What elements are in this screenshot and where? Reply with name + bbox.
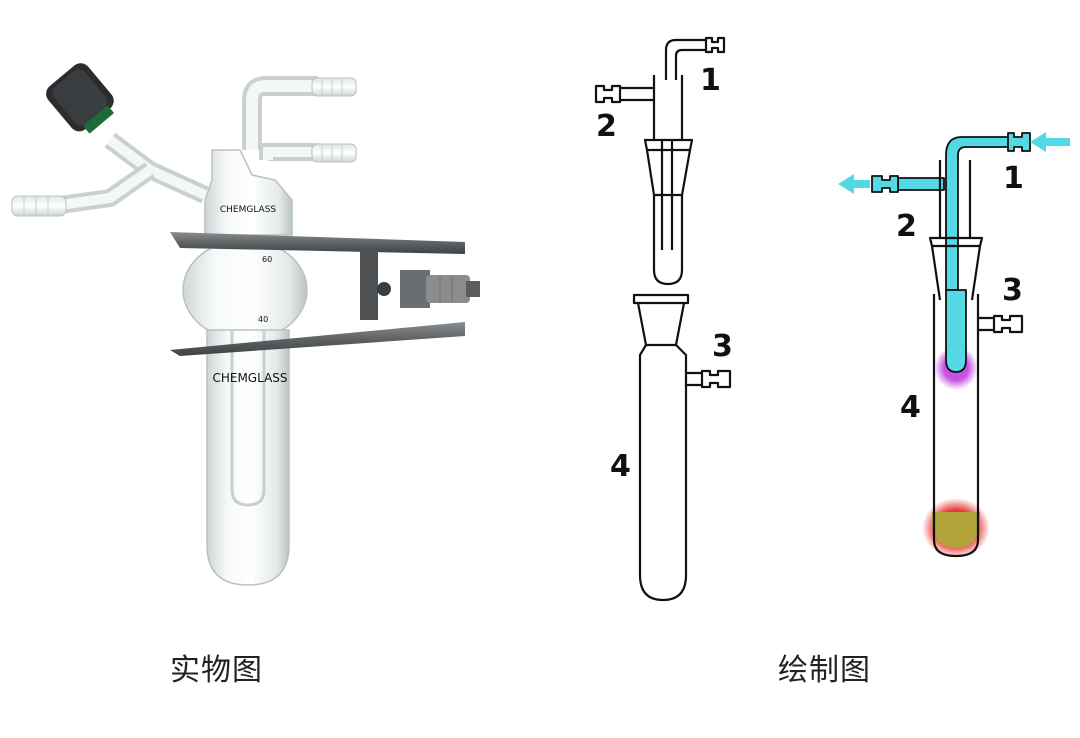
lower-hose-barb xyxy=(259,143,357,163)
outer-tube xyxy=(206,329,290,586)
black-screw-cap xyxy=(46,63,115,134)
exploded-labels: 1 2 3 4 xyxy=(596,63,733,484)
label-3-assembled: 3 xyxy=(1002,273,1023,308)
inlet-barb xyxy=(704,36,726,54)
joint-clamp xyxy=(170,232,480,356)
assembled-labels: 1 2 3 4 xyxy=(896,161,1024,425)
inner-tube xyxy=(230,330,266,507)
outlet-barb xyxy=(594,84,622,104)
joint-bulb xyxy=(182,239,308,341)
gas-flow-path xyxy=(871,132,1031,373)
receiver-outline xyxy=(932,294,980,558)
caption-photo: 实物图 xyxy=(170,653,263,688)
inlet-arrow xyxy=(1030,132,1070,152)
label-2: 2 xyxy=(596,109,617,144)
brand-label-upper: CHEMGLASS xyxy=(220,205,277,215)
label-2-assembled: 2 xyxy=(896,209,917,244)
scale-mark-lower: 40 xyxy=(258,315,268,324)
label-4-assembled: 4 xyxy=(900,390,921,425)
exploded-drawing xyxy=(594,36,732,602)
outlet-arrow xyxy=(838,174,870,194)
brand-label-lower: CHEMGLASS xyxy=(212,371,287,385)
trap-head xyxy=(204,149,293,236)
label-3: 3 xyxy=(712,329,733,364)
label-1: 1 xyxy=(700,63,721,98)
cold-trap-photo: CHEMGLASS 60 40 CHEMGLASS xyxy=(11,63,480,586)
label-4: 4 xyxy=(610,449,631,484)
condensed-liquid xyxy=(932,512,980,548)
scale-mark-upper: 60 xyxy=(262,255,272,264)
assembled-drawing xyxy=(838,132,1070,558)
side-arm-with-stopcock xyxy=(11,63,209,217)
label-1-assembled: 1 xyxy=(1003,161,1024,196)
upper-hose-barb xyxy=(242,76,357,150)
caption-drawing: 绘制图 xyxy=(778,653,871,688)
